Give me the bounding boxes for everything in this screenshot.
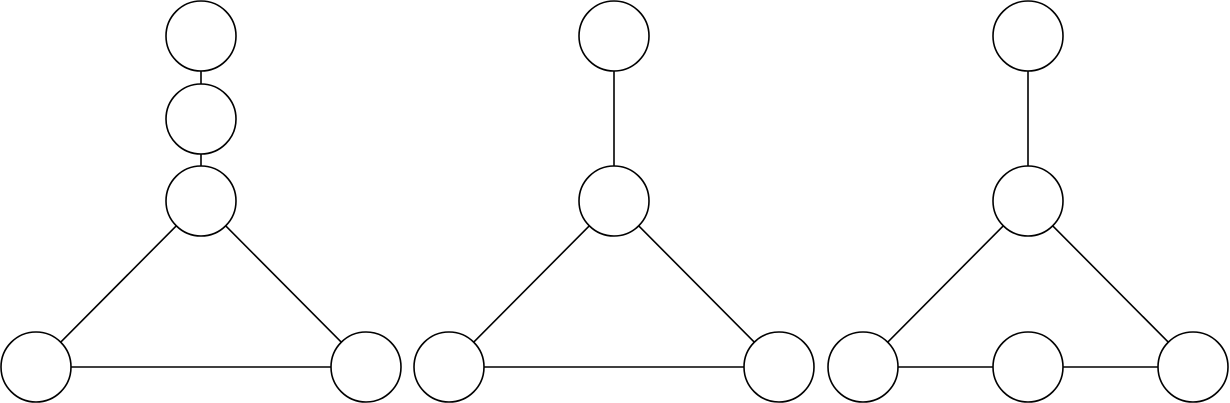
node-top: [992, 0, 1064, 72]
node-hub: [165, 165, 237, 237]
node-upper-middle: [165, 83, 237, 155]
edge-hub-bottom-left: [473, 225, 590, 343]
graph-2: [413, 0, 815, 403]
graph-3: [827, 0, 1229, 403]
node-bottom-right: [1157, 331, 1229, 403]
edge-hub-bottom-right: [1052, 225, 1169, 343]
edge-hub-bottom-left: [60, 225, 177, 343]
edge-hub-bottom-left: [887, 225, 1004, 343]
graph-1: [0, 0, 402, 403]
node-hub: [578, 165, 650, 237]
node-top: [165, 0, 237, 72]
edge-hub-bottom-right: [225, 225, 342, 343]
node-bottom-left: [413, 331, 485, 403]
edge-hub-bottom-right: [638, 225, 755, 343]
node-bottom-middle: [992, 331, 1064, 403]
node-bottom-left: [0, 331, 72, 403]
node-hub: [992, 165, 1064, 237]
node-top: [578, 0, 650, 72]
node-bottom-right: [330, 331, 402, 403]
node-bottom-right: [743, 331, 815, 403]
node-bottom-left: [827, 331, 899, 403]
